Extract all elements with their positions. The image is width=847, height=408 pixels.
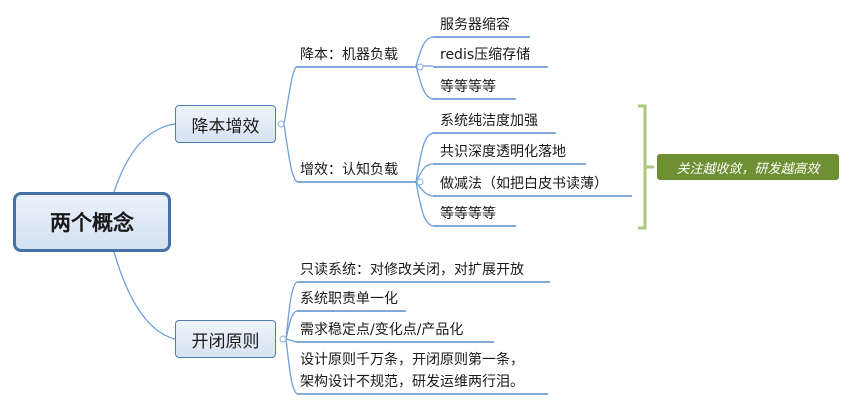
leaf-ocp-4-line1[interactable]: 设计原则千万条，开闭原则第一条， (300, 352, 524, 368)
collapse-toggle-cost (277, 120, 285, 128)
connector-root-ocp (113, 251, 176, 340)
root-topic[interactable]: 两个概念 (13, 192, 171, 252)
subtopic-machine-load[interactable]: 降本：机器负载 (300, 47, 398, 63)
leaf-cognitive-4[interactable]: 等等等等 (440, 206, 496, 222)
summary-bracket (638, 104, 654, 230)
connector-machine-1 (415, 36, 434, 67)
connector-ocp-1 (285, 281, 298, 340)
connector-ocp-4 (285, 338, 298, 395)
leaf-cognitive-2[interactable]: 共识深度透明化落地 (440, 144, 566, 160)
topic-open-closed[interactable]: 开闭原则 (175, 320, 276, 358)
collapse-toggle-machine (416, 63, 424, 71)
leaf-machine-1[interactable]: 服务器缩容 (440, 17, 510, 33)
connector-cost-machine (283, 65, 298, 125)
connector-cognitive-1 (415, 132, 434, 183)
subtopic-cognitive-load[interactable]: 增效：认知负载 (300, 162, 398, 178)
leaf-cognitive-3[interactable]: 做减法（如把白皮书读薄） (440, 176, 608, 192)
connector-machine-3 (415, 65, 434, 100)
collapse-toggle-ocp (279, 335, 287, 343)
leaf-ocp-2[interactable]: 系统职责单一化 (300, 291, 398, 307)
connector-cost-cognitive (283, 123, 298, 183)
connector-cognitive-4 (415, 181, 434, 227)
connector-root-cost (113, 123, 176, 193)
leaf-ocp-4-line2[interactable]: 架构设计不规范，研发运维两行泪。 (300, 374, 524, 390)
connector-cognitive-2 (415, 163, 434, 183)
collapse-toggle-cognitive (416, 178, 424, 186)
leaf-ocp-1[interactable]: 只读系统：对修改关闭，对扩展开放 (300, 262, 524, 278)
leaf-machine-2[interactable]: redis压缩存储 (440, 47, 531, 63)
leaf-machine-3[interactable]: 等等等等 (440, 79, 496, 95)
leaf-cognitive-1[interactable]: 系统纯洁度加强 (440, 113, 538, 129)
topic-cost-efficiency[interactable]: 降本增效 (175, 105, 276, 143)
leaf-ocp-3[interactable]: 需求稳定点/变化点/产品化 (300, 322, 464, 338)
connector-ocp-2 (285, 310, 298, 340)
connector-ocp-3 (285, 338, 298, 343)
summary-note[interactable]: 关注越收敛，研发越高效 (657, 154, 839, 180)
